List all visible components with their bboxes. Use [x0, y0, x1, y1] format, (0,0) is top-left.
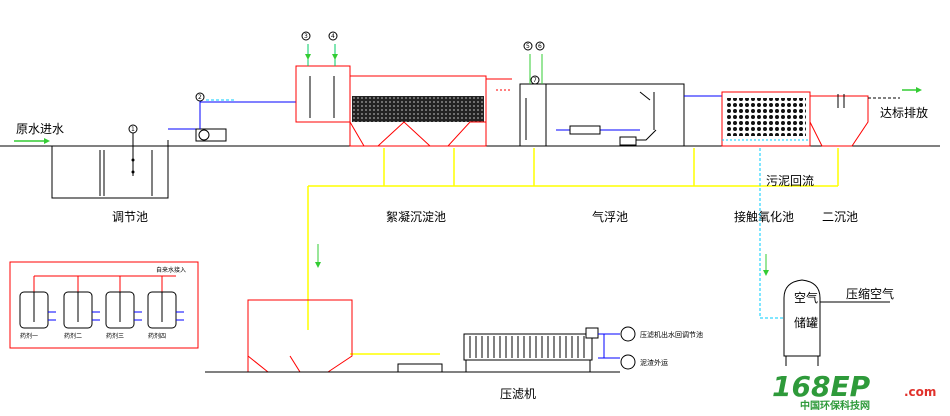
- second-tank: [809, 94, 900, 147]
- discharge-arrowhead: [916, 87, 922, 93]
- dosing-station: 自来水接入 药剂一 药剂二 药剂三: [9, 261, 199, 349]
- contact-tank: [684, 91, 811, 147]
- sludge-tank: [247, 299, 353, 373]
- dosing-tank-1-label: 药剂一: [20, 332, 38, 340]
- sludge-piping: [307, 148, 839, 355]
- contact-tank-label: 接触氧化池: [734, 209, 794, 224]
- dosing-tank-3: 药剂三: [105, 276, 142, 340]
- float-tank-label: 气浮池: [592, 209, 628, 224]
- float-tank: 5 6 7: [519, 41, 685, 147]
- coag-tank-label: 絮凝沉淀池: [386, 209, 446, 224]
- air-tank-label-1: 空气: [794, 290, 818, 305]
- dosing-tank-4: 药剂四: [147, 276, 184, 340]
- watermark-brand: 168EP: [772, 370, 871, 403]
- adjust-tank-label: 调节池: [112, 210, 148, 224]
- sludge-out-icon: [620, 354, 636, 370]
- filtrate-label: 压滤机出水回调节池: [640, 330, 703, 339]
- svg-text:6: 6: [538, 43, 542, 50]
- sludge-flow-arrowhead: [315, 262, 321, 268]
- sludge-return-label: 污泥回流: [766, 174, 814, 188]
- coag-tank: 3 4: [295, 31, 512, 147]
- watermark-subtitle: 中国环保科技网: [800, 399, 870, 412]
- filter-press: [205, 327, 620, 373]
- svg-text:2: 2: [198, 94, 202, 101]
- watermark-logo: 168EP .com 中国环保科技网: [772, 370, 936, 412]
- dosing-tank-2: 药剂二: [63, 276, 100, 340]
- sludge-out-label: 泥渣外运: [640, 358, 668, 367]
- svg-text:4: 4: [331, 33, 335, 40]
- filtrate-icon: [620, 326, 636, 342]
- air-tank-label-2: 储罐: [794, 315, 818, 330]
- adjust-tank: 1: [51, 124, 169, 199]
- raw-water-arrowhead: [44, 138, 50, 144]
- dosing-tank-2-label: 药剂二: [64, 332, 82, 340]
- svg-text:5: 5: [526, 43, 530, 50]
- raw-water-label: 原水进水: [16, 122, 64, 136]
- compressed-air-label: 压缩空气: [846, 286, 894, 301]
- dosing-tank-3-label: 药剂三: [106, 332, 124, 340]
- svg-text:7: 7: [533, 77, 537, 84]
- dosing-tank-1: 药剂一: [19, 276, 56, 340]
- dosing-supply-label: 自来水接入: [156, 266, 186, 274]
- air-tank: 空气 储罐: [783, 279, 821, 366]
- watermark-suffix: .com: [904, 385, 936, 399]
- air-piping: [759, 148, 784, 319]
- second-tank-label: 二沉池: [822, 210, 858, 224]
- press-label: 压滤机: [500, 387, 536, 401]
- svg-text:3: 3: [304, 33, 308, 40]
- dosing-tank-4-label: 药剂四: [148, 332, 166, 340]
- air-flow-arrowhead: [763, 270, 769, 276]
- lift-pump: 2: [168, 92, 296, 142]
- svg-text:1: 1: [131, 126, 135, 133]
- discharge-label: 达标排放: [880, 105, 928, 120]
